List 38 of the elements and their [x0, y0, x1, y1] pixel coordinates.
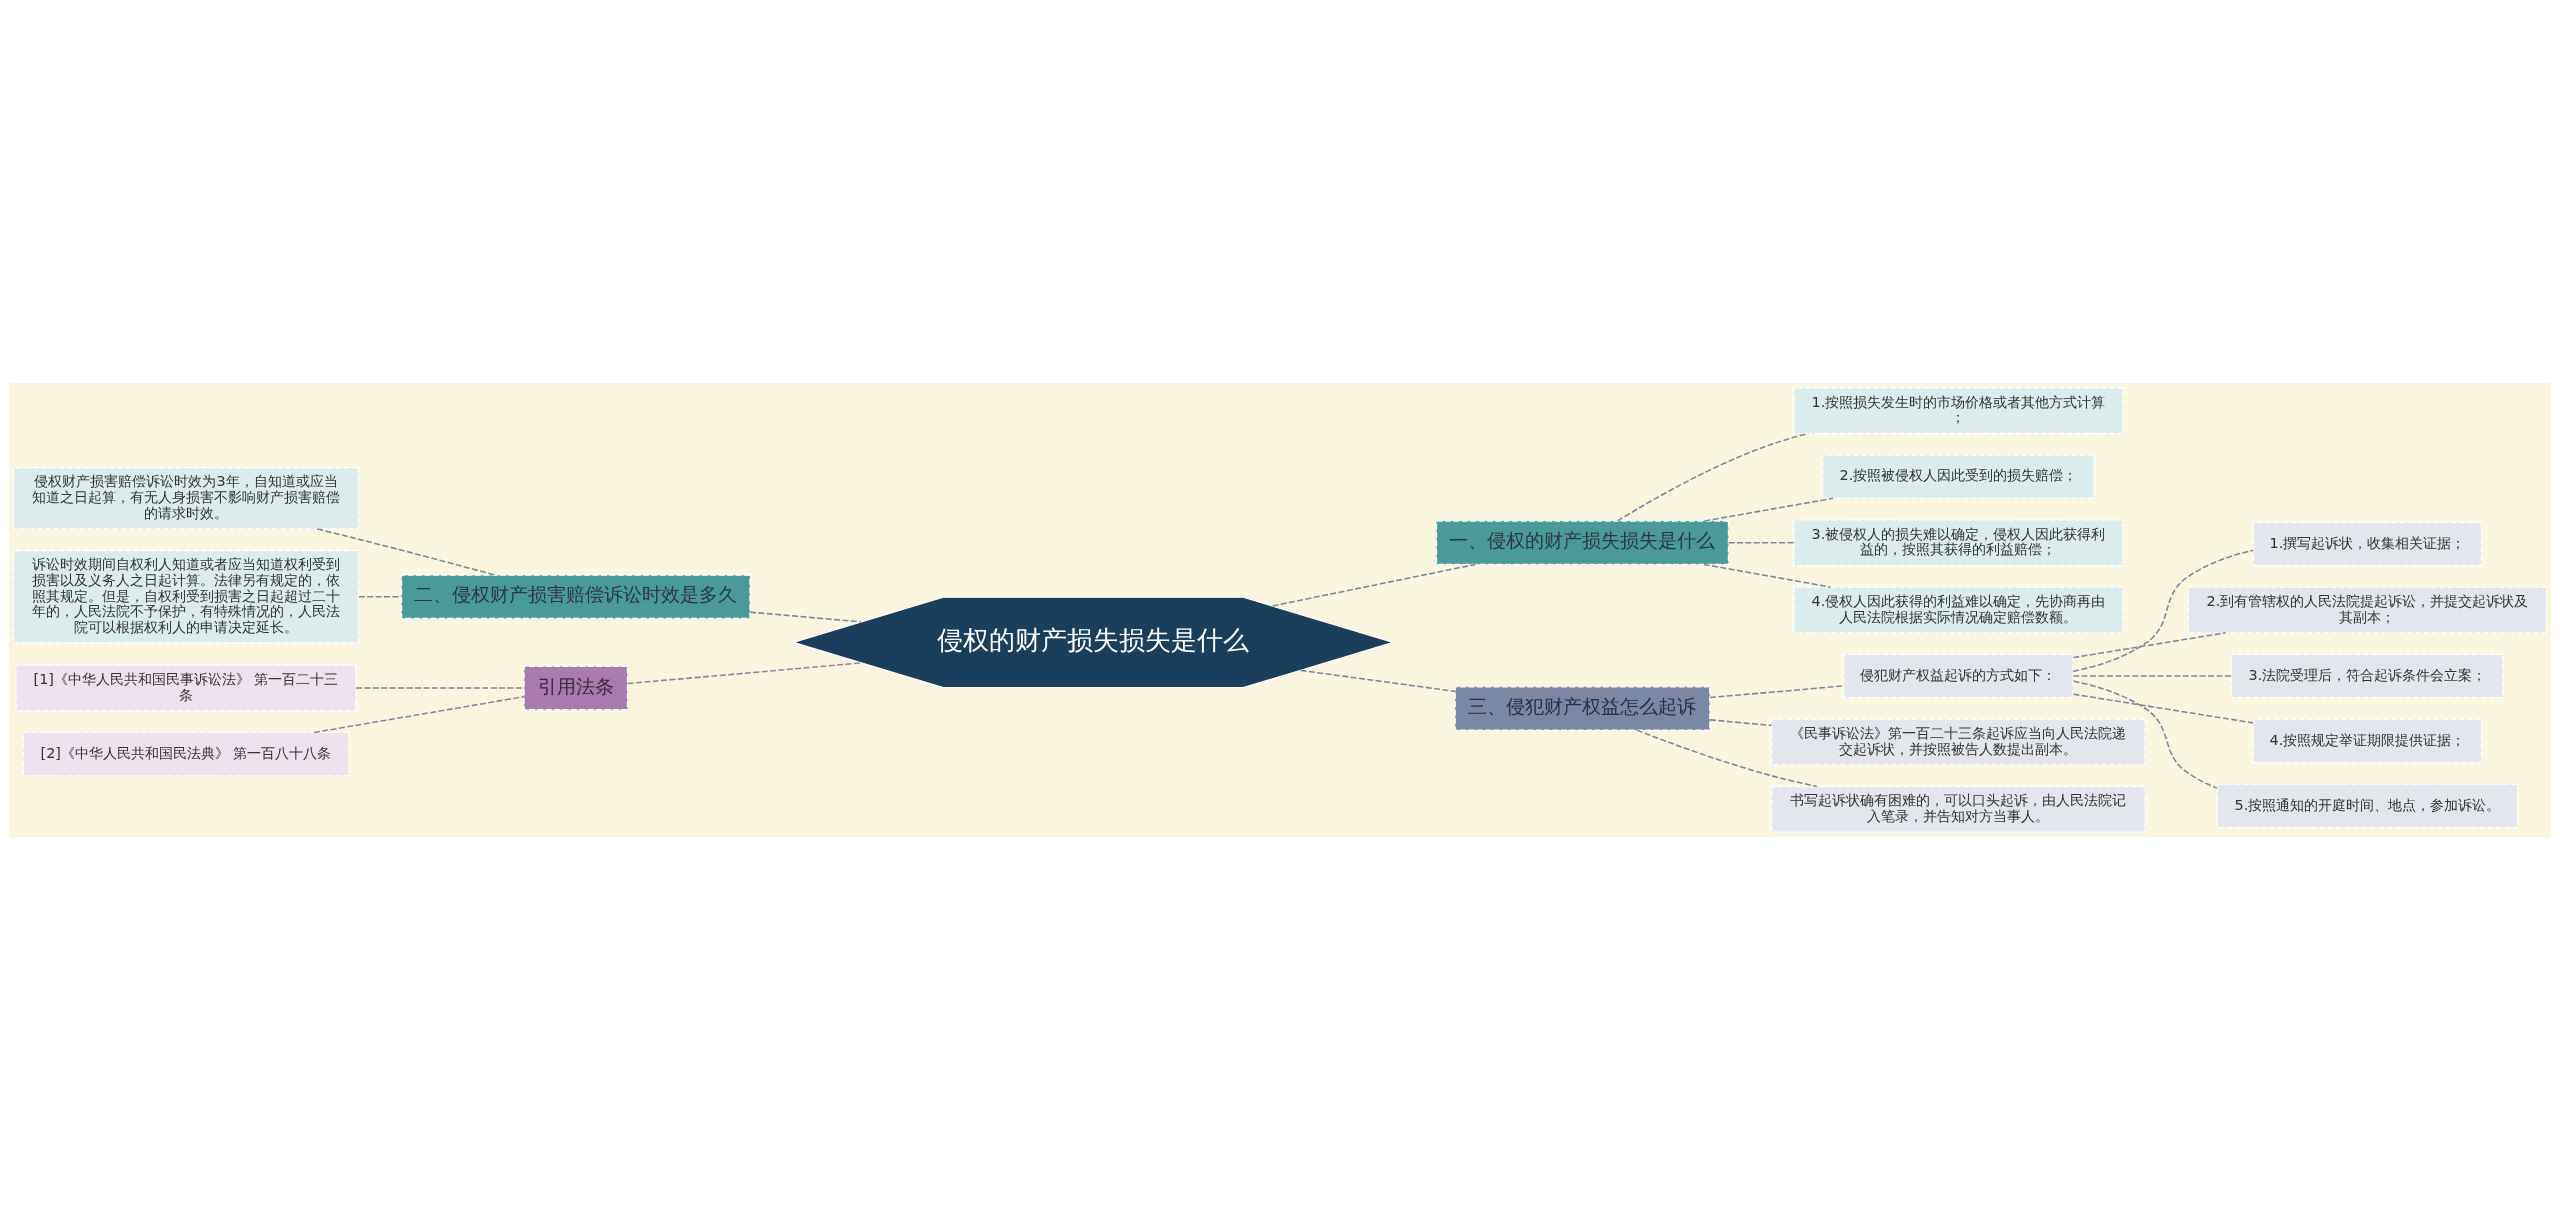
connector: [1636, 729, 1818, 788]
node-box: 1.撰写起诉状，收集相关证据；: [2252, 521, 2483, 567]
connector: [2072, 675, 2233, 677]
connector: [355, 687, 525, 689]
node-box: 书写起诉状确有困难的，可以口头起诉，由人民法院记入笔录，并告知对方当事人。: [1771, 785, 2146, 833]
node-box: 3.被侵权人的损失难以确定，侵权人因此获得利益的，按照其获得的利益赔偿；: [1793, 519, 2124, 567]
node-box: [2]《中华人民共和国民法典》 第一百八十八条: [22, 731, 350, 777]
connector: [313, 695, 525, 734]
node-box: 3.法院受理后，符合起诉条件会立案；: [2231, 653, 2504, 699]
node-box: 引用法条: [523, 665, 628, 711]
connector: [1727, 541, 1795, 544]
connector: [1709, 719, 1773, 727]
connector: [1709, 685, 1845, 699]
node-box: 诉讼时效期间自权利人知道或者应当知道权利受到损害以及义务人之日起计算。法律另有规定的，依照其规定。但是，自权利受到损害之日起超过二十年的，人民法院不予保护，有特殊情况的，人民法院可以根据权利人的申请决定延长。: [13, 549, 359, 644]
connector: [2072, 693, 2254, 724]
node-box: 5.按照通知的开庭时间、地点，参加诉讼。: [2216, 783, 2519, 828]
node-box: 三、侵犯财产权益怎么起诉: [1454, 686, 1711, 731]
node-box: 4.按照规定举证期限提供证据；: [2252, 718, 2483, 764]
node-box: 2.到有管辖权的人民法院提起诉讼，并提交起诉状及其副本；: [2187, 586, 2547, 634]
node-box: 4.侵权人因此获得的利益难以确定，先协商再由人民法院根据实际情况确定赔偿数额。: [1793, 586, 2124, 634]
node-box: 侵权财产损害赔偿诉讼时效为3年，自知道或应当知道之日起算，有无人身损害不影响财产损害赔偿的请求时效。: [13, 467, 359, 530]
node-box: 《民事诉讼法》第一百二十三条起诉应当向人民法院递交起诉状，并按照被告人数提出副本。: [1771, 718, 2146, 766]
connector: [316, 528, 496, 576]
connector: [2072, 680, 2218, 789]
node-box: 二、侵权财产损害赔偿诉讼时效是多久: [401, 574, 751, 619]
node-box: [1]《中华人民共和国民事诉讼法》 第一百二十三条: [15, 664, 357, 712]
connector: [2072, 549, 2254, 673]
node-box: 侵犯财产权益起诉的方式如下：: [1843, 653, 2074, 699]
connector: [626, 662, 862, 685]
connector: [1299, 669, 1456, 693]
connector: [1271, 563, 1477, 607]
node-box: 一、侵权的财产损失损失是什么: [1435, 520, 1729, 565]
node-box: 1.按照损失发生时的市场价格或者其他方式计算；: [1793, 387, 2124, 435]
connector: [1703, 563, 1832, 588]
connector: [1703, 497, 1834, 522]
connector: [2072, 632, 2227, 659]
connector: [749, 611, 862, 623]
node-box: 2.按照被侵权人因此受到的损失赔偿；: [1822, 454, 2095, 499]
